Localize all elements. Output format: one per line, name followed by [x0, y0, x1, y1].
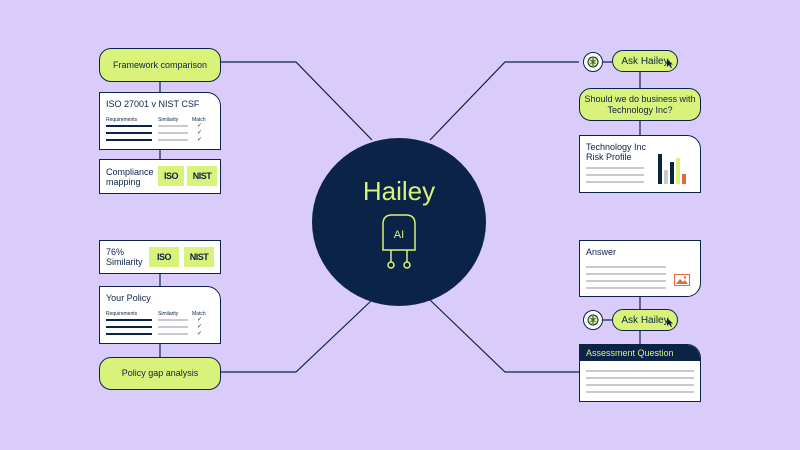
- col-requirements: Requirements: [106, 117, 138, 123]
- ai-chip-label: AI: [393, 229, 405, 241]
- check-icon: ✓: [197, 123, 203, 129]
- chart-bar: [658, 154, 662, 184]
- text-line: [586, 266, 666, 268]
- check-icon: ✓: [197, 331, 203, 337]
- question-pill[interactable]: Should we do business with Technology In…: [579, 88, 701, 121]
- assessment-header: [580, 345, 700, 361]
- ai-chip-icon: [382, 214, 416, 269]
- image-icon: [674, 274, 690, 286]
- assessment-card: Assessment Question: [579, 344, 701, 402]
- policy-gap-analysis-pill[interactable]: Policy gap analysis: [99, 357, 221, 390]
- answer-card: Answer: [579, 240, 701, 297]
- text-line: [586, 280, 666, 282]
- col-similarity: Similarity: [158, 117, 179, 123]
- similarity-bar: [158, 326, 188, 328]
- similarity-card: 76% Similarity ISO NIST: [99, 240, 221, 274]
- text-line: [586, 174, 644, 176]
- chart-bar: [682, 174, 686, 184]
- policy-card: Your Policy Requirements Similarity Matc…: [99, 286, 221, 344]
- similarity-bar: [158, 139, 188, 141]
- col-match: Match: [192, 117, 206, 123]
- brain-icon: [583, 310, 603, 330]
- risk-profile-title: Technology Inc Risk Profile: [586, 142, 647, 162]
- framework-comparison-pill[interactable]: Framework comparison: [99, 48, 221, 82]
- cursor-icon: [667, 59, 673, 68]
- ask-hailey-button[interactable]: Ask Hailey: [612, 309, 678, 331]
- similarity-label: Similarity: [106, 257, 143, 267]
- req-bar: [106, 319, 152, 321]
- nist-badge: NIST: [187, 166, 217, 186]
- answer-title: Answer: [586, 247, 617, 257]
- text-line: [586, 384, 694, 386]
- ask-hailey-button[interactable]: Ask Hailey: [612, 50, 678, 72]
- text-line: [586, 370, 694, 372]
- req-bar: [106, 132, 152, 134]
- risk-profile-card: Technology Inc Risk Profile: [579, 135, 701, 193]
- chart-bar: [676, 158, 680, 184]
- compliance-mapping-label: Compliance mapping: [106, 167, 154, 187]
- text-line: [586, 181, 644, 183]
- chart-bar: [664, 170, 668, 184]
- compliance-mapping-card: Compliance mapping ISO NIST: [99, 159, 221, 194]
- text-line: [586, 287, 666, 289]
- iso-badge: ISO: [158, 166, 184, 186]
- policy-card-title: Your Policy: [106, 293, 151, 303]
- framework-card-title: ISO 27001 v NIST CSF: [106, 99, 200, 109]
- req-bar: [106, 125, 152, 127]
- req-bar: [106, 139, 152, 141]
- ask-hailey-label: Ask Hailey: [621, 314, 669, 326]
- req-bar: [106, 333, 152, 335]
- iso-badge: ISO: [149, 247, 179, 267]
- hailey-title: Hailey: [362, 176, 436, 206]
- cursor-icon: [667, 318, 673, 327]
- ask-hailey-label: Ask Hailey: [621, 55, 669, 67]
- similarity-bar: [158, 333, 188, 335]
- check-icon: ✓: [197, 324, 203, 330]
- similarity-pct: 76%: [106, 247, 125, 257]
- mini-bar-chart: [658, 152, 688, 184]
- chart-bar: [670, 162, 674, 184]
- check-icon: ✓: [197, 137, 203, 143]
- similarity-bar: [158, 132, 188, 134]
- req-bar: [106, 326, 152, 328]
- framework-card: ISO 27001 v NIST CSF Requirements Simila…: [99, 92, 221, 150]
- hailey-hub: Hailey AI: [312, 138, 486, 306]
- text-line: [586, 391, 694, 393]
- assessment-title: Assessment Question: [586, 348, 674, 358]
- nist-badge: NIST: [184, 247, 214, 267]
- text-line: [586, 273, 666, 275]
- brain-icon: [583, 52, 603, 72]
- check-icon: ✓: [197, 130, 203, 136]
- similarity-bar: [158, 125, 188, 127]
- col-similarity: Similarity: [158, 311, 179, 317]
- similarity-bar: [158, 319, 188, 321]
- check-icon: ✓: [197, 317, 203, 323]
- text-line: [586, 377, 694, 379]
- col-match: Match: [192, 311, 206, 317]
- text-line: [586, 167, 644, 169]
- col-requirements: Requirements: [106, 311, 138, 317]
